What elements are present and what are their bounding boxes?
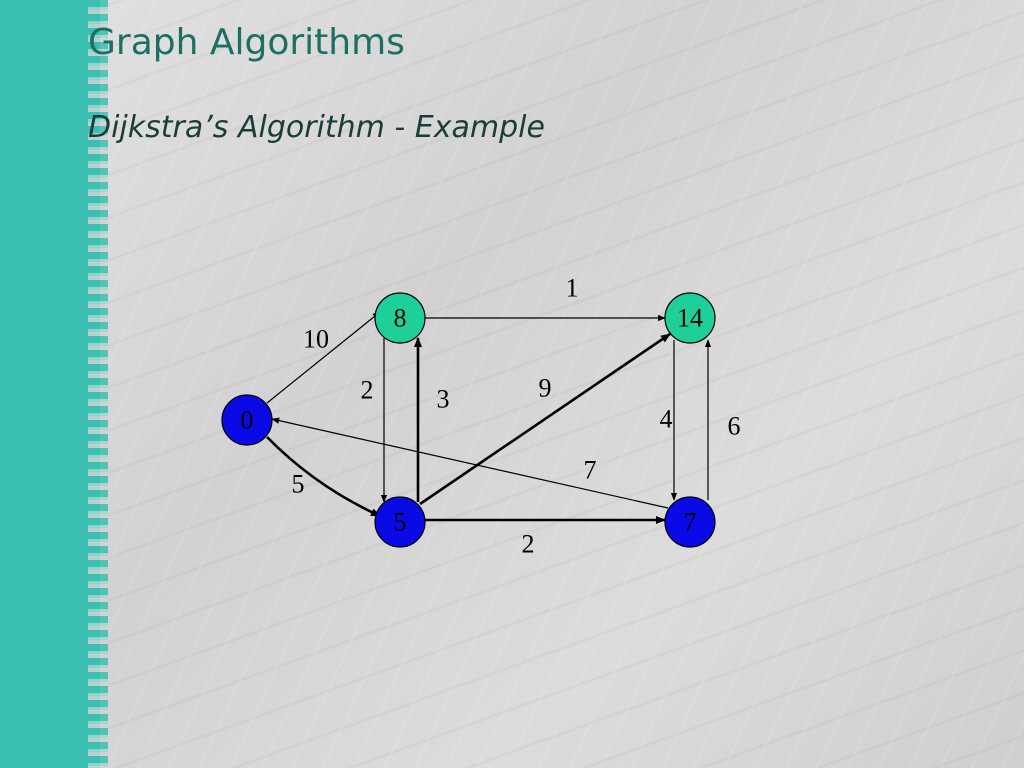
node-u (374, 292, 426, 344)
slide-subtitle: Dijkstra’s Algorithm - Example (88, 110, 545, 145)
edge-weight-x-y: 2 (522, 530, 535, 559)
node-distance-y: 7 (684, 508, 697, 537)
node-distance-u: 8 (394, 304, 407, 333)
edge-weight-v-y: 4 (660, 405, 673, 434)
slide-title: Graph Algorithms (88, 22, 405, 63)
edge-weight-x-u: 3 (437, 385, 450, 414)
teal-band-edge (88, 0, 108, 768)
node-v (664, 292, 716, 344)
edge-weight-x-v: 9 (539, 374, 552, 403)
edge-x-v (419, 332, 671, 506)
edge-weight-s-u: 10 (303, 325, 329, 354)
edge-weight-s-x: 5 (292, 470, 305, 499)
edge-weight-y-s: 7 (584, 456, 597, 485)
node-distance-s: 0 (241, 406, 254, 435)
edge-s-u (266, 311, 381, 404)
edge-y-s (271, 417, 669, 509)
nodes-layer: 0 8 14 5 7 (221, 292, 716, 548)
teal-side-band (0, 0, 100, 768)
node-distance-v: 14 (677, 304, 703, 333)
node-s (221, 394, 273, 446)
node-y (664, 496, 716, 548)
edge-weight-y-v: 6 (728, 412, 741, 441)
edges-layer (266, 311, 712, 524)
edge-labels-layer: 10 5 1 2 3 9 2 4 6 7 (292, 274, 741, 559)
node-x (374, 496, 426, 548)
node-distance-x: 5 (394, 508, 407, 537)
edge-weight-u-x: 2 (361, 376, 374, 405)
edge-weight-u-v: 1 (566, 274, 579, 303)
edge-s-x (266, 436, 381, 518)
